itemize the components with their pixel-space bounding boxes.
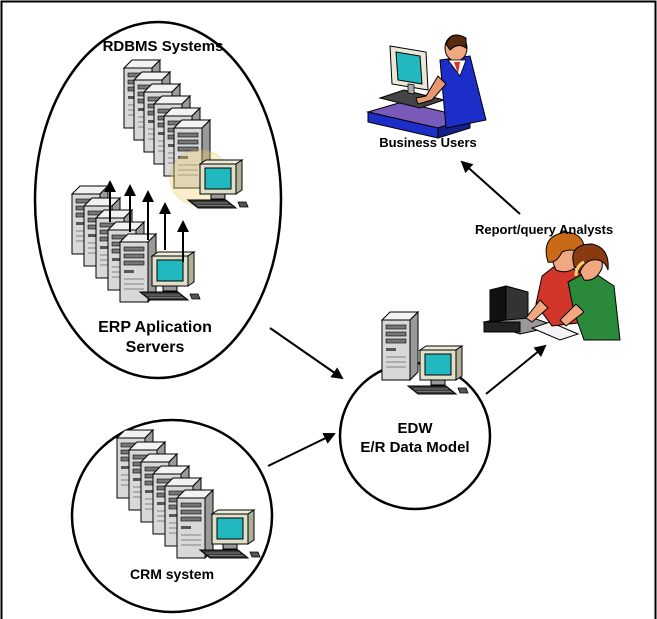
edge-edw-to-analysts <box>485 344 547 395</box>
business-user-illustration <box>366 34 487 139</box>
business-users-label: Business Users <box>379 135 477 150</box>
erp-server-cluster <box>71 185 201 303</box>
erp-rdbms-group-ellipse <box>33 20 283 380</box>
erp-label-line2: Servers <box>125 339 185 356</box>
edw-label: EDW E/R Data Model <box>345 420 485 458</box>
rdbms-label: RDBMS Systems <box>102 38 224 55</box>
erp-to-rdbms-arrows <box>104 180 189 262</box>
edge-analysts-to-business-users <box>460 160 521 215</box>
rdbms-server-cluster <box>123 59 249 209</box>
crm-group-ellipse <box>70 418 274 614</box>
edw-server <box>381 311 469 395</box>
analysts-label: Report/query Analysts <box>475 222 614 237</box>
crm-label: CRM system <box>129 566 215 582</box>
edw-label-line2: E/R Data Model <box>360 438 470 456</box>
edw-label-line1: EDW <box>397 420 433 437</box>
analysts-illustration <box>482 231 621 341</box>
erp-label: ERP Aplication Servers <box>60 318 250 358</box>
crm-server-cluster <box>116 429 261 559</box>
edge-crm-to-edw <box>267 432 336 467</box>
edge-erp-to-edw <box>269 327 344 380</box>
erp-label-line1: ERP Aplication <box>98 319 212 336</box>
